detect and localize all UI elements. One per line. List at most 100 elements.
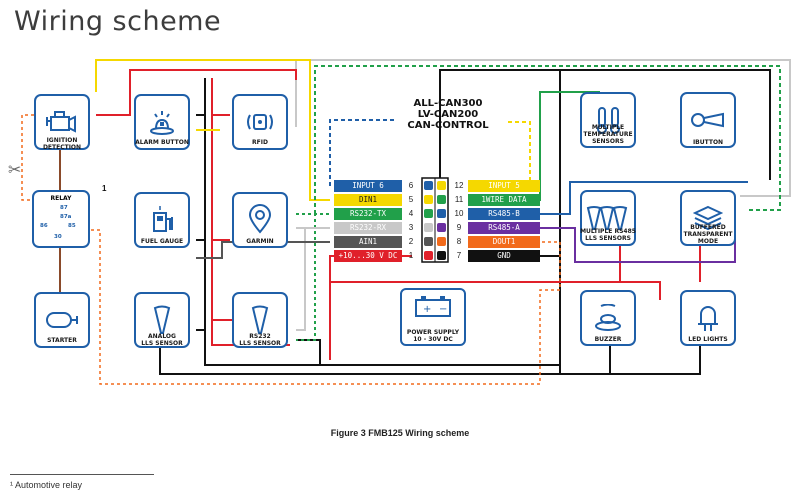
relay-pin-30: 30	[54, 234, 62, 240]
pin-label-dout1: DOUT1	[468, 236, 540, 248]
pin-number-12: 12	[454, 181, 464, 190]
device-model-1: ALL-CAN300	[413, 98, 483, 109]
ibutton-icon	[691, 112, 724, 128]
pin-number-9: 9	[456, 223, 462, 232]
pin-label-gnd: GND	[468, 250, 540, 262]
relay-pin-86: 86	[40, 223, 48, 229]
page-title: Wiring scheme	[14, 6, 222, 37]
temperature-sensors-label: MULTIPLE TEMPERATURE SENSORS	[583, 124, 633, 145]
pin-label-rs232-tx: RS232-TX	[334, 208, 402, 220]
connector-pin-10	[437, 209, 446, 218]
power-icon: +−	[415, 296, 451, 317]
starter-icon	[46, 312, 78, 328]
pin-number-11: 11	[454, 195, 464, 204]
power-supply-box: +−	[400, 288, 466, 346]
connector-block	[422, 178, 448, 262]
footnote-divider	[10, 474, 154, 475]
buffered-mode-label: BUFFERED TRANSPARENT MODE	[683, 224, 733, 245]
starter-label: STARTER	[47, 337, 77, 344]
pin-number-10: 10	[454, 209, 464, 218]
engine-icon	[46, 111, 76, 133]
pin-label-rs485-b: RS485-B	[468, 208, 540, 220]
ignition-detection-label: IGNITION DETECTION	[42, 137, 82, 151]
garmin-icon	[248, 204, 272, 234]
svg-text:+: +	[423, 304, 431, 315]
connector-pin-7	[437, 251, 446, 260]
lls-probe-icon	[153, 305, 171, 334]
pin-number-8: 8	[456, 237, 462, 246]
lls-probe-icon	[251, 305, 269, 334]
temperature-sensors-box	[580, 92, 636, 148]
rs232-lls-label: RS232 LLS SENSOR	[239, 333, 281, 347]
connector-pin-3	[424, 223, 433, 232]
pin-label-input6: INPUT 6	[334, 180, 402, 192]
connector-pin-9	[437, 223, 446, 232]
device-model-2: LV-CAN200	[417, 109, 479, 120]
connector-pin-4	[424, 209, 433, 218]
analog-lls-label: ANALOG LLS SENSOR	[141, 333, 183, 347]
connector-pin-11	[437, 195, 446, 204]
relay-pin-87a: 87a	[60, 214, 72, 220]
buzzer-box	[580, 290, 636, 346]
led-lights-box	[680, 290, 736, 346]
pin-number-2: 2	[408, 237, 414, 246]
ibutton-box	[680, 92, 736, 148]
connector-pin-6	[424, 181, 433, 190]
pin-number-5: 5	[408, 195, 414, 204]
rs485-lls-label: MULTIPLE RS485 LLS SENSORS	[580, 228, 636, 242]
thermometer-icon	[597, 107, 620, 134]
device-model-3: CAN-CONTROL	[407, 120, 489, 131]
ibutton-label: IBUTTON	[692, 139, 724, 146]
fuel-gauge-label: FUEL GAUGE	[140, 238, 184, 245]
pin-label-ain1: AIN1	[334, 236, 402, 248]
layers-icon	[693, 205, 723, 231]
rs485-lls-box	[580, 190, 636, 246]
relay-pin-87: 87	[60, 205, 68, 211]
led-icon	[698, 306, 718, 331]
garmin-label: GARMIN	[246, 238, 274, 245]
pin-label-input5: INPUT 5	[468, 180, 540, 192]
rs232-lls-box	[232, 292, 288, 348]
connector-pin-2	[424, 237, 433, 246]
starter-box	[34, 292, 90, 348]
led-lights-label: LED LIGHTS	[688, 336, 728, 343]
connector-pin-8	[437, 237, 446, 246]
scissors-icon: ✂	[8, 160, 22, 179]
garmin-box	[232, 192, 288, 248]
figure-caption: Figure 3 FMB125 Wiring scheme	[330, 428, 470, 438]
alarm-button-label: ALARM BUTTON	[135, 139, 189, 146]
lls-probe-icon	[586, 206, 628, 230]
relay-label: RELAY	[50, 195, 72, 202]
rfid-label: RFID	[252, 139, 268, 146]
power-supply-label: POWER SUPPLY 10 - 30V DC	[406, 329, 460, 343]
footnote-text: ¹ Automotive relay	[10, 480, 83, 490]
buffered-mode-box	[680, 190, 736, 246]
pin-label-rs232-rx: RS232-RX	[334, 222, 402, 234]
svg-text:−: −	[439, 304, 447, 315]
footnote-mark: 1	[102, 184, 107, 193]
pin-label-rs485-a: RS485-A	[468, 222, 540, 234]
device-models-label: ALL-CAN300 LV-CAN200 CAN-CONTROL	[398, 98, 498, 131]
pin-label-1wire: 1WIRE DATA	[468, 194, 540, 206]
fuel-gauge-box	[134, 192, 190, 248]
buzzer-label: BUZZER	[594, 336, 622, 343]
pin-label-power: +10...30 V DC	[334, 250, 402, 262]
pin-number-7: 7	[456, 251, 462, 260]
connector-pin-12	[437, 181, 446, 190]
connector-pin-5	[424, 195, 433, 204]
alarm-icon	[150, 111, 174, 135]
fuel-icon	[153, 206, 173, 232]
pin-number-1: 1	[408, 251, 414, 260]
connector-pin-1	[424, 251, 433, 260]
alarm-button-box	[134, 94, 190, 150]
pin-number-3: 3	[408, 223, 414, 232]
analog-lls-box	[134, 292, 190, 348]
buzzer-icon	[595, 304, 621, 331]
rfid-icon	[247, 114, 273, 130]
relay-box: RELAY 87 87a 86 85 30	[32, 190, 90, 248]
rfid-box	[232, 94, 288, 150]
ignition-detection-box	[34, 94, 90, 150]
pin-label-din1: DIN1	[334, 194, 402, 206]
pin-number-6: 6	[408, 181, 414, 190]
